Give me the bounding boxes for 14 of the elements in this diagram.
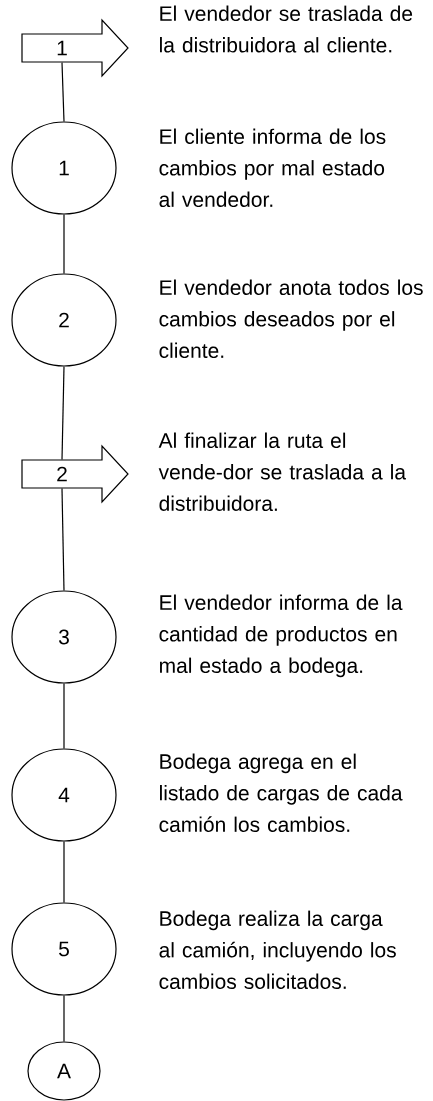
connector-line	[63, 995, 65, 1042]
step-description: El cliente informa de los cambios por mal estado al vendedor.	[159, 128, 386, 208]
connector-line	[61, 488, 65, 591]
connector-line	[61, 366, 65, 460]
step-description: El vendedor se traslada de la distribuidora al cliente.	[160, 5, 413, 53]
step-description: Bodega agrega en el listado de cargas de cada camión los cambios.	[159, 753, 403, 833]
connector-line	[63, 841, 65, 903]
connector-line	[61, 62, 65, 122]
connector-line	[63, 683, 65, 749]
step-description: Bodega realiza la carga al camión, incluyendo los cambios solicitados.	[159, 910, 396, 989]
step-description: El vendedor anota todos los cambios deseados por el cliente.	[159, 279, 423, 359]
step-description: El vendedor informa de la cantidad de productos en mal estado a bodega.	[159, 594, 403, 678]
connector-line	[63, 214, 65, 274]
step-description: Al finalizar la ruta el vende-dor se traslada a la distribuidora.	[158, 432, 406, 512]
